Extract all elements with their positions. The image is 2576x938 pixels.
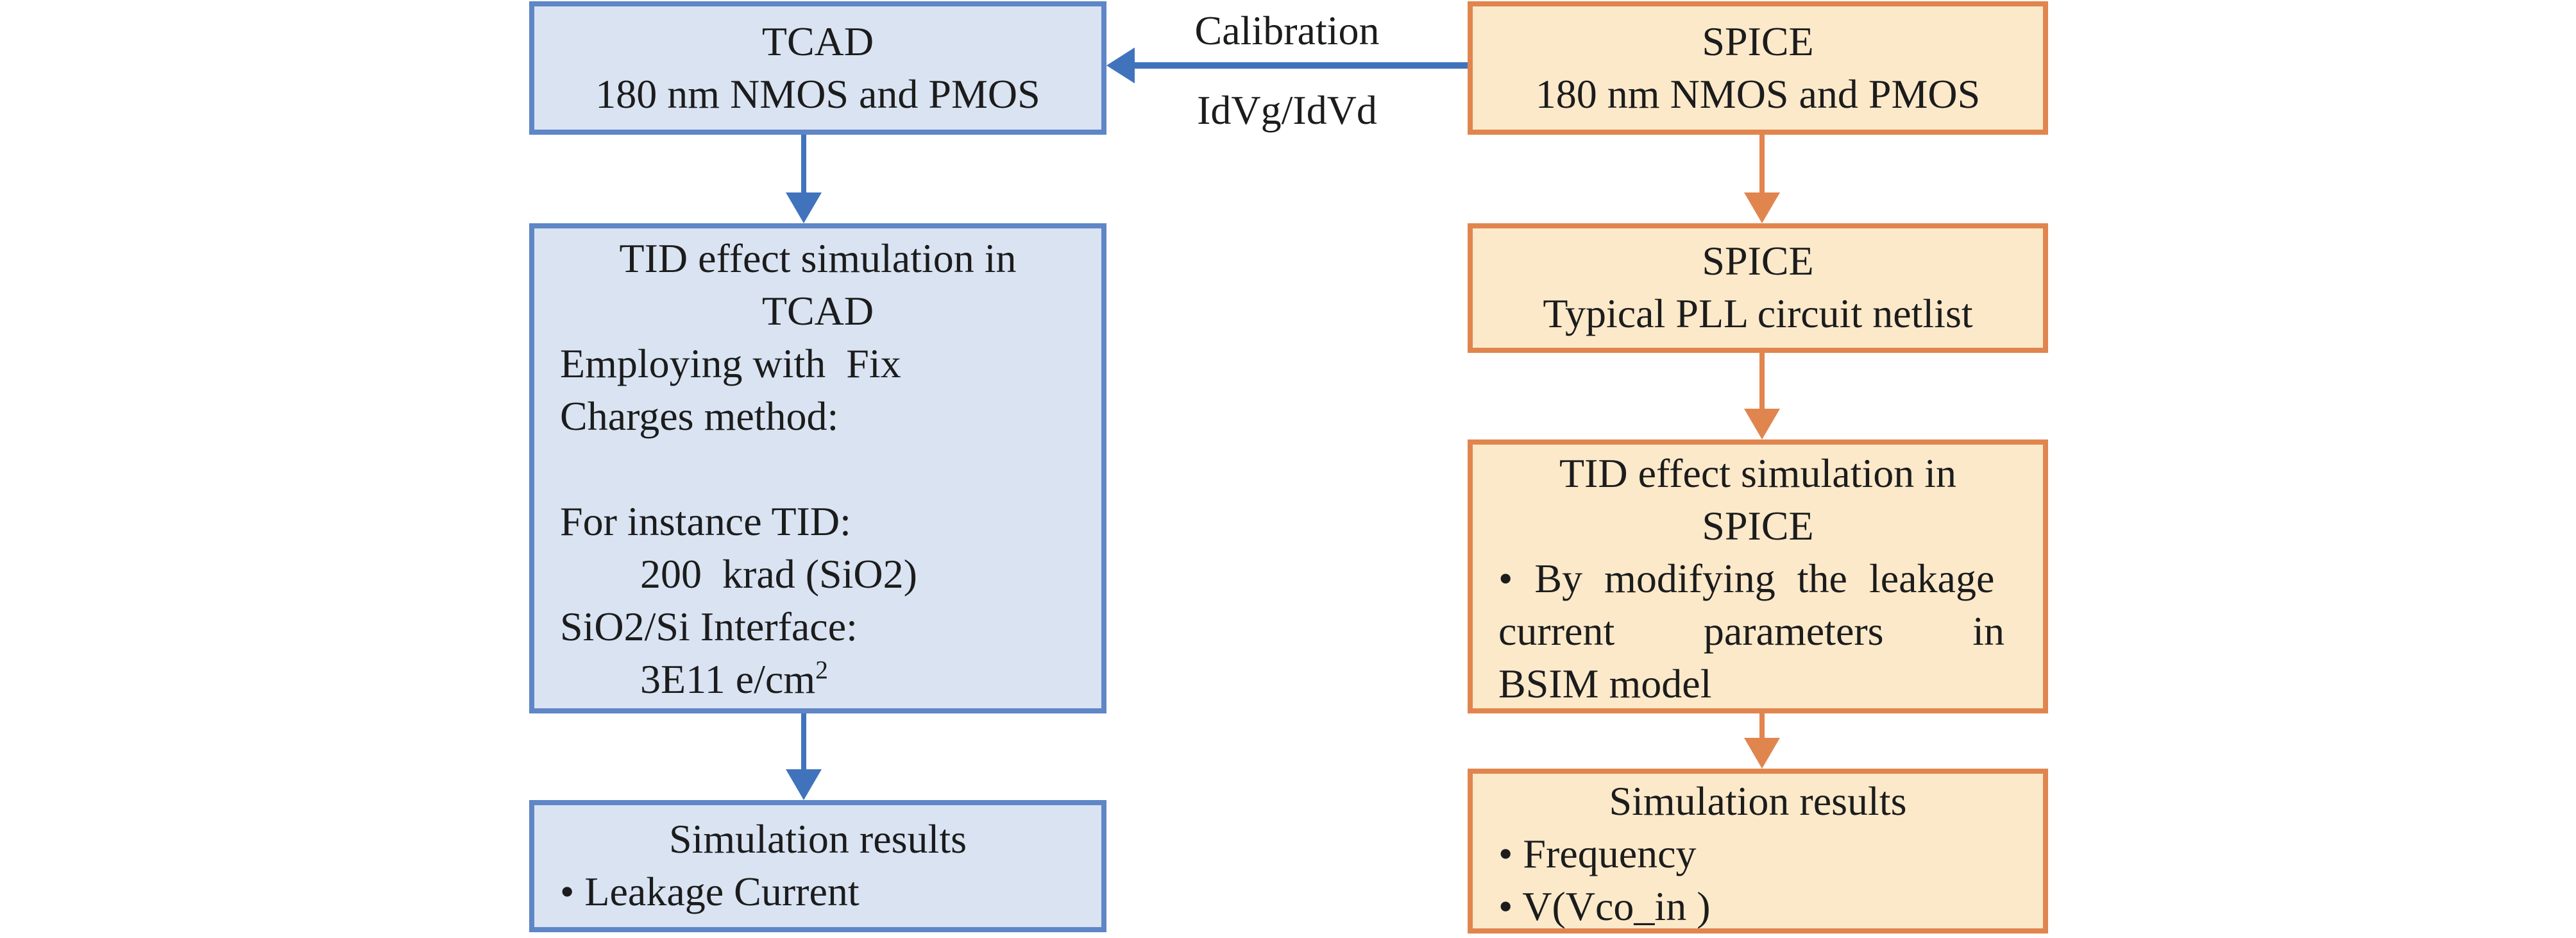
down-arrow-icon: [786, 713, 822, 800]
calibration-label: Calibration: [1194, 8, 1380, 53]
tid-interface-value: 3E11 e/cm2: [640, 656, 828, 702]
tid-tcad-line: Charges method:: [560, 393, 839, 439]
tid-tcad-blank-line: [534, 443, 1101, 495]
arrow-head: [1744, 409, 1780, 439]
tid-tcad-line: For instance TID:: [560, 499, 851, 544]
tid-spice-line: current parameters in: [1498, 608, 2004, 654]
spice-results-line: • Frequency: [1498, 831, 1697, 876]
spice-device-line: 180 nm NMOS and PMOS: [1535, 71, 1981, 117]
tcad-device-box: TCAD 180 nm NMOS and PMOS: [529, 1, 1106, 135]
tid-spice-line: BSIM model: [1498, 661, 1712, 706]
superscript-2: 2: [815, 656, 828, 685]
spice-netlist-line: SPICE: [1702, 238, 1814, 284]
arrow-head: [786, 769, 822, 800]
down-arrow-icon: [1744, 135, 1780, 223]
tid-tcad-line: SiO2/Si Interface:: [560, 604, 858, 649]
tid-dose-value: 200 krad (SiO2): [640, 551, 917, 597]
spice-device-box: SPICE 180 nm NMOS and PMOS: [1468, 1, 2048, 135]
tid-tcad-line: TID effect simulation in: [619, 235, 1017, 281]
tcad-results-line: • Leakage Current: [560, 869, 860, 914]
idvg-idvd-label: IdVg/IdVd: [1197, 87, 1377, 133]
arrow-stem: [801, 713, 806, 771]
spice-tid-simulation-box: TID effect simulation in SPICE • By modi…: [1468, 439, 2048, 713]
spice-netlist-line: Typical PLL circuit netlist: [1543, 291, 1973, 336]
spice-device-line: SPICE: [1702, 19, 1814, 64]
down-arrow-icon: [786, 135, 822, 223]
tcad-results-line: Simulation results: [669, 816, 967, 862]
arrow-stem: [1759, 353, 1765, 410]
tid-spice-line: TID effect simulation in: [1559, 450, 1957, 496]
arrow-head: [1106, 47, 1135, 83]
tid-tcad-line: TCAD: [761, 288, 874, 334]
tcad-tid-simulation-box: TID effect simulation in TCAD Employing …: [529, 223, 1106, 713]
arrow-stem: [1759, 135, 1765, 194]
spice-results-line: Simulation results: [1609, 778, 1907, 824]
arrow-stem: [1132, 62, 1468, 69]
arrow-head: [786, 192, 822, 223]
spice-results-line: • V(Vco_in ): [1498, 883, 1711, 929]
spice-results-box: Simulation results • Frequency • V(Vco_i…: [1468, 769, 2048, 934]
tid-spice-line: SPICE: [1702, 503, 1814, 549]
down-arrow-icon: [1744, 713, 1780, 769]
arrow-stem: [801, 135, 806, 194]
tid-tcad-line: Employing with Fix: [560, 341, 901, 386]
tcad-device-line: TCAD: [761, 19, 874, 64]
tcad-device-line: 180 nm NMOS and PMOS: [595, 71, 1040, 117]
arrow-head: [1744, 192, 1780, 223]
arrow-stem: [1759, 713, 1765, 739]
down-arrow-icon: [1744, 353, 1780, 439]
left-arrow-icon: [1106, 47, 1468, 83]
arrow-head: [1744, 738, 1780, 769]
tcad-results-box: Simulation results • Leakage Current: [529, 800, 1106, 932]
spice-netlist-box: SPICE Typical PLL circuit netlist: [1468, 223, 2048, 353]
tid-spice-line: • By modifying the leakage: [1498, 556, 1995, 601]
